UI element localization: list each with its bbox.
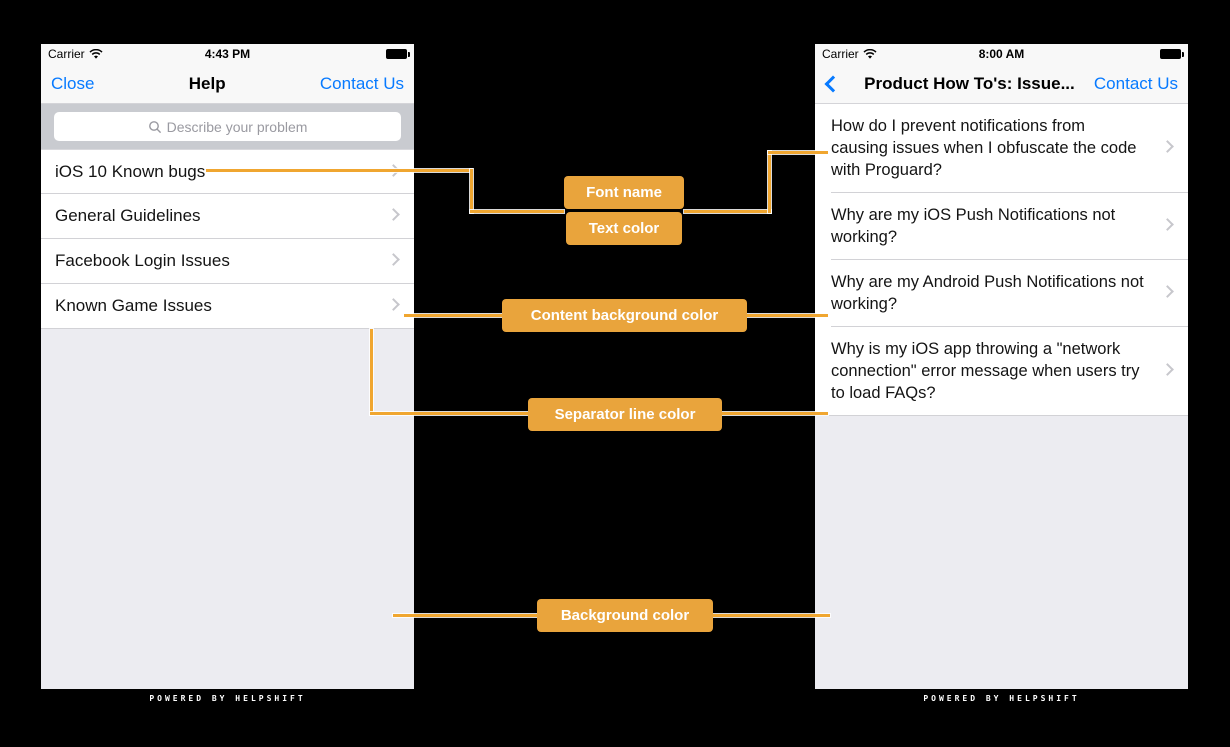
left-nav-title: Help: [188, 73, 226, 93]
contact-us-button[interactable]: Contact Us: [319, 73, 404, 93]
row-label: Why are my Android Push Notifications no…: [831, 273, 1144, 313]
faq-section-row[interactable]: Known Game Issues: [41, 284, 414, 329]
search-icon: [148, 120, 161, 133]
contact-us-button[interactable]: Contact Us: [1093, 73, 1178, 93]
left-status-bar: Carrier 4:43 PM: [41, 44, 414, 64]
connector-line: [393, 614, 537, 617]
carrier-label: Carrier: [48, 47, 103, 61]
battery-icon: [386, 49, 410, 59]
search-bar-strip: Describe your problem: [41, 104, 414, 149]
faq-question-row[interactable]: Why are my iOS Push Notifications not wo…: [815, 193, 1188, 260]
right-phone-screen: Carrier 8:00 AM Product How To's: Issue.…: [815, 44, 1188, 707]
left-nav-bar: Close Help Contact Us: [41, 64, 414, 104]
powered-by-helpshift-bar: POWERED BY HELPSHIFT: [41, 689, 414, 707]
row-label: Known Game Issues: [55, 296, 212, 315]
connector-line: [470, 169, 473, 213]
left-screen-background: [41, 329, 414, 689]
left-phone-screen: Carrier 4:43 PM Close Help Contact Us: [41, 44, 414, 707]
connector-line: [747, 314, 828, 317]
connector-line: [206, 169, 472, 172]
status-time: 8:00 AM: [978, 47, 1025, 61]
connector-line: [768, 151, 828, 154]
connector-line: [404, 314, 502, 317]
battery-icon: [1160, 49, 1184, 59]
faq-question-row[interactable]: Why are my Android Push Notifications no…: [815, 260, 1188, 327]
right-phone-frame: Carrier 8:00 AM Product How To's: Issue.…: [811, 38, 1192, 711]
search-input[interactable]: Describe your problem: [54, 112, 401, 141]
row-label: Why are my iOS Push Notifications not wo…: [831, 206, 1116, 246]
row-label: General Guidelines: [55, 206, 201, 225]
wifi-icon: [863, 48, 877, 59]
chevron-right-icon: [1161, 140, 1174, 153]
connector-line: [370, 329, 373, 415]
search-placeholder: Describe your problem: [166, 118, 308, 135]
close-button[interactable]: Close: [51, 73, 95, 93]
powered-by-helpshift-bar: POWERED BY HELPSHIFT: [815, 689, 1188, 707]
left-phone-frame: Carrier 4:43 PM Close Help Contact Us: [37, 38, 418, 711]
chevron-right-icon: [387, 298, 400, 311]
connector-line: [470, 210, 564, 213]
connector-line: [684, 210, 771, 213]
row-label: Facebook Login Issues: [55, 251, 230, 270]
faq-section-row[interactable]: Facebook Login Issues: [41, 239, 414, 284]
annotation-badge-background-color: Background color: [537, 599, 713, 632]
annotation-badge-separator-line-color: Separator line color: [528, 398, 722, 431]
annotation-badge-content-background-color: Content background color: [502, 299, 747, 332]
chevron-right-icon: [1161, 285, 1174, 298]
right-screen-background: [815, 416, 1188, 689]
right-nav-bar: Product How To's: Issue... Contact Us: [815, 64, 1188, 104]
chevron-right-icon: [387, 253, 400, 266]
wifi-icon: [89, 48, 103, 59]
status-time: 4:43 PM: [204, 47, 251, 61]
annotation-badge-font-name: Font name: [564, 176, 684, 209]
right-status-bar: Carrier 8:00 AM: [815, 44, 1188, 64]
chevron-right-icon: [1161, 363, 1174, 376]
carrier-label: Carrier: [822, 47, 877, 61]
right-nav-title: Product How To's: Issue...: [864, 73, 1075, 93]
faq-question-row[interactable]: Why is my iOS app throwing a "network co…: [815, 327, 1188, 416]
faq-section-row[interactable]: General Guidelines: [41, 194, 414, 239]
row-label: How do I prevent notifications from caus…: [831, 117, 1137, 179]
row-label: Why is my iOS app throwing a "network co…: [831, 340, 1140, 402]
connector-line: [768, 151, 771, 213]
carrier-text: Carrier: [822, 47, 859, 61]
chevron-right-icon: [1161, 218, 1174, 231]
row-label: iOS 10 Known bugs: [55, 161, 206, 181]
faq-question-row[interactable]: How do I prevent notifications from caus…: [815, 104, 1188, 193]
carrier-text: Carrier: [48, 47, 85, 61]
annotation-badge-text-color: Text color: [566, 212, 682, 245]
connector-line: [370, 412, 528, 415]
chevron-right-icon: [387, 208, 400, 221]
connector-line: [713, 614, 830, 617]
chevron-left-icon[interactable]: [824, 75, 842, 92]
connector-line: [722, 412, 828, 415]
